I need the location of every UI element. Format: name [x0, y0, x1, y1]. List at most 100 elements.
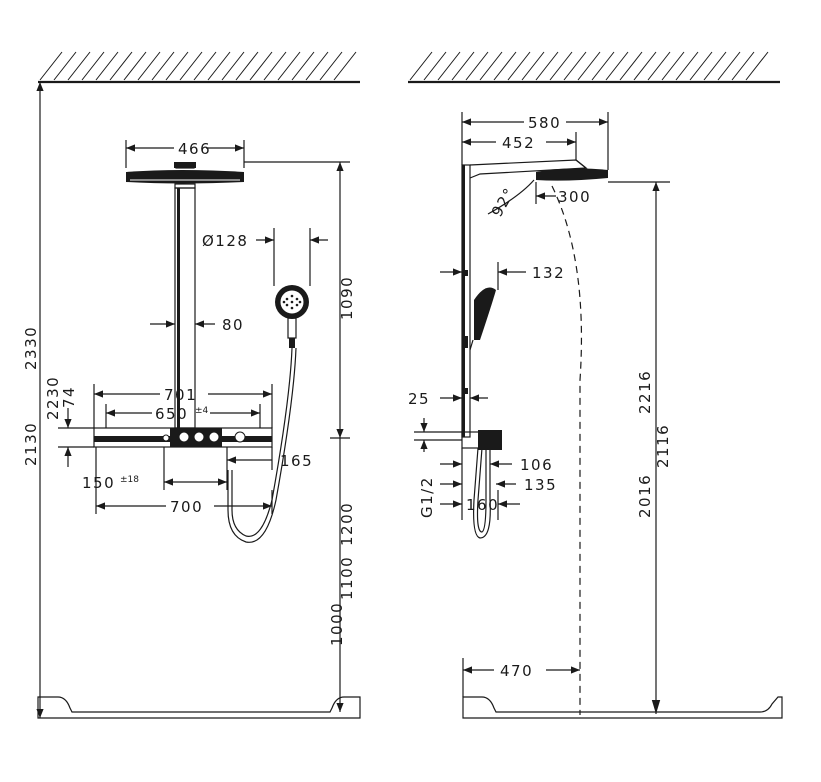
hatch-line [451, 51, 475, 81]
hatch-line [731, 51, 755, 81]
dim-650: 650 [155, 405, 188, 423]
dim-150: 150 [82, 474, 115, 492]
dim-25: 25 [408, 390, 430, 408]
dim-2230: 2230 [44, 376, 62, 420]
front-dimensions: 466 Ø128 80 1090 701 650 ±4 74 [22, 82, 356, 718]
hatch-line [39, 51, 63, 81]
hatch-line [535, 51, 559, 81]
hatch-line [465, 51, 489, 81]
tol-150: ±18 [120, 475, 139, 485]
hatch-line [235, 51, 259, 81]
hatch-line [479, 51, 503, 81]
dim-1000: 1000 [328, 602, 346, 646]
dim-80: 80 [222, 316, 244, 334]
spray-nozzle [282, 300, 286, 304]
hatch-line [409, 51, 433, 81]
dim-2016: 2016 [636, 474, 654, 518]
hatch-line [717, 51, 741, 81]
hatch-line [521, 51, 545, 81]
dim-1200: 1200 [338, 502, 356, 546]
hatch-line [689, 51, 713, 81]
hatch-line [109, 51, 133, 81]
spray-nozzle [290, 294, 294, 298]
dim-74: 74 [60, 386, 78, 408]
ceiling-right [408, 51, 780, 84]
dim-700: 700 [170, 498, 203, 516]
dim-2330: 2330 [22, 326, 40, 370]
hatch-line [549, 51, 573, 81]
shower-tray-left [37, 696, 361, 719]
hatch-line [263, 51, 287, 81]
hand-shower-side [469, 287, 496, 351]
hatch-line [661, 51, 685, 81]
spray-nozzle [295, 297, 299, 301]
hatch-line [633, 51, 657, 81]
dim-470: 470 [500, 662, 533, 680]
hatch-line [123, 51, 147, 81]
hatch-line [605, 51, 629, 81]
hatch-line [619, 51, 643, 81]
shower-column-side [461, 159, 608, 438]
hatch-line [507, 51, 531, 81]
water-arc-side [551, 185, 583, 715]
dim-300: 300 [558, 188, 591, 206]
spray-nozzle [295, 303, 299, 307]
dim-g12: G1/2 [418, 476, 436, 518]
hatch-line [277, 51, 301, 81]
dim-701: 701 [164, 386, 197, 404]
hatch-line [67, 51, 91, 81]
hatch-line [249, 51, 273, 81]
spray-nozzle [285, 297, 289, 301]
hatch-line [305, 51, 329, 81]
hatch-line [563, 51, 587, 81]
hatch-line [437, 51, 461, 81]
tol-650: ±4 [195, 406, 209, 416]
dim-2216: 2216 [636, 370, 654, 414]
hatch-line [81, 51, 105, 81]
dim-135: 135 [524, 476, 557, 494]
hatch-line [577, 51, 601, 81]
hatch-line [137, 51, 161, 81]
hatch-line [745, 51, 769, 81]
hatch-line [53, 51, 77, 81]
hatch-line [165, 51, 189, 81]
hatch-line [95, 51, 119, 81]
hatch-line [423, 51, 447, 81]
spray-nozzle [290, 306, 294, 310]
hatch-line [591, 51, 615, 81]
dim-106: 106 [520, 456, 553, 474]
thermostat-front [93, 427, 273, 470]
hatch-line [675, 51, 699, 81]
dim-452: 452 [502, 134, 535, 152]
ceiling-left [38, 51, 360, 84]
dim-160: 160 [466, 496, 499, 514]
dim-132: 132 [532, 264, 565, 282]
spray-nozzle [285, 303, 289, 307]
dim-128: Ø128 [202, 232, 248, 250]
hatch-line [179, 51, 203, 81]
hatch-line [151, 51, 175, 81]
spray-nozzle [290, 300, 294, 304]
hatch-line [493, 51, 517, 81]
hatch-line [291, 51, 315, 81]
hatch-line [193, 51, 217, 81]
spray-nozzle [298, 300, 302, 304]
hose-front [227, 347, 297, 543]
thermostat-side [461, 430, 502, 539]
dim-466: 466 [178, 140, 211, 158]
overhead-shower-front [126, 162, 244, 189]
hatch-line [333, 51, 357, 81]
dim-1100: 1100 [338, 556, 356, 600]
shower-tray-right [462, 696, 783, 719]
hatch-line [319, 51, 343, 81]
dim-1090: 1090 [338, 276, 356, 320]
hatch-line [703, 51, 727, 81]
hand-shower-front [275, 285, 309, 348]
hatch-line [647, 51, 671, 81]
dim-165: 165 [280, 452, 313, 470]
dim-580: 580 [528, 114, 561, 132]
hatch-line [221, 51, 245, 81]
dim-2130: 2130 [22, 422, 40, 466]
dim-92: 92° [488, 184, 519, 220]
